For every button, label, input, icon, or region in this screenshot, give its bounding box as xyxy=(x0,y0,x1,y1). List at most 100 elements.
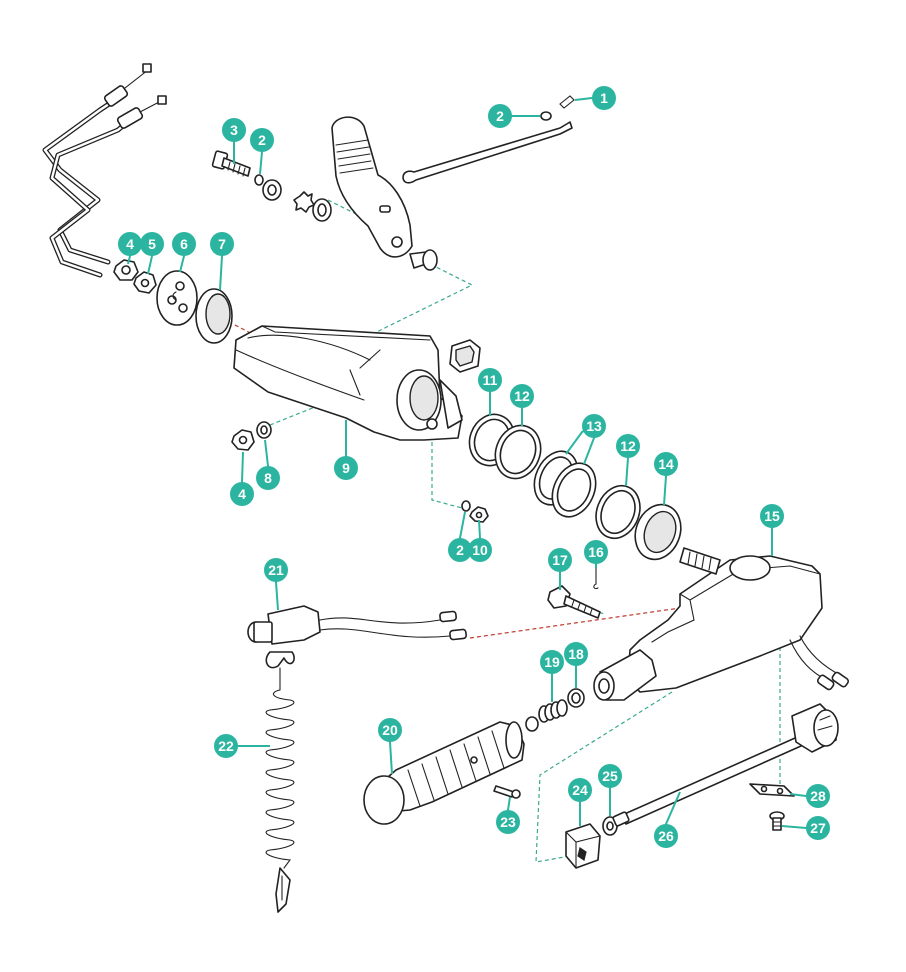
callout-number: 22 xyxy=(218,738,234,754)
callout-number: 12 xyxy=(620,438,636,454)
callout-number: 8 xyxy=(264,470,272,486)
callout-badge xyxy=(582,414,606,438)
block-24 xyxy=(565,823,601,869)
callout-number: 24 xyxy=(572,782,588,798)
callout-5: 5 xyxy=(140,232,164,275)
callout-number: 12 xyxy=(514,388,530,404)
callout-badge xyxy=(564,642,588,666)
callout-number: 3 xyxy=(230,122,238,138)
callout-10: 10 xyxy=(468,519,492,562)
callout-badge xyxy=(584,540,608,564)
shift-lever xyxy=(331,116,413,258)
friction-screw-17 xyxy=(547,585,601,619)
clutch-plate-6 xyxy=(156,270,198,326)
callout-14: 14 xyxy=(654,452,678,506)
callout-number: 2 xyxy=(258,132,266,148)
callout-number: 7 xyxy=(218,236,226,252)
callout-1: 1 xyxy=(574,86,616,110)
callout-badge xyxy=(616,434,640,458)
callout-badge xyxy=(510,384,534,408)
callout-badge xyxy=(806,816,830,840)
callout-badge xyxy=(592,86,616,110)
callout-badge xyxy=(230,482,254,506)
throttle-shaft-tube xyxy=(593,649,657,701)
screw-27 xyxy=(769,811,785,831)
callout-15: 15 xyxy=(760,504,784,556)
callout-25: 25 xyxy=(598,764,622,816)
callout-badge xyxy=(448,538,472,562)
callout-22: 22 xyxy=(214,734,270,758)
callout-badge xyxy=(214,734,238,758)
nut-4-bottom xyxy=(231,429,255,451)
callout-number: 6 xyxy=(180,236,188,252)
callout-badge xyxy=(210,232,234,256)
callout-4: 4 xyxy=(230,451,254,506)
callout-27: 27 xyxy=(781,816,830,840)
callout-16: 16 xyxy=(584,540,608,568)
bushing-14 xyxy=(634,503,682,561)
callout-number: 19 xyxy=(544,654,560,670)
tiller-bracket-9 xyxy=(233,325,463,441)
bushing-7 xyxy=(195,288,233,344)
callout-18: 18 xyxy=(564,642,588,688)
callout-badge xyxy=(118,232,142,256)
callout-badge xyxy=(654,824,678,848)
callout-24: 24 xyxy=(568,778,592,826)
callout-badge xyxy=(568,778,592,802)
screw-23 xyxy=(493,785,521,799)
callout-badge xyxy=(478,368,502,392)
callout-6: 6 xyxy=(172,232,196,273)
rubber-block xyxy=(449,339,481,373)
callout-badge xyxy=(172,232,196,256)
callout-number: 10 xyxy=(472,542,488,558)
callout-3: 3 xyxy=(222,118,246,164)
callout-number: 20 xyxy=(382,722,398,738)
callout-2: 2 xyxy=(448,511,472,562)
throttle-shaft-26 xyxy=(612,703,839,827)
bushing-halves-13 xyxy=(533,450,597,518)
callout-2: 2 xyxy=(250,128,274,175)
callout-badge xyxy=(468,538,492,562)
callout-12: 12 xyxy=(616,434,640,487)
callout-4: 4 xyxy=(118,232,142,265)
callout-badge xyxy=(488,104,512,128)
callout-28: 28 xyxy=(789,784,830,808)
callout-23: 23 xyxy=(496,796,520,834)
callout-badge xyxy=(256,466,280,490)
callout-number: 16 xyxy=(588,544,604,560)
kill-switch-21 xyxy=(247,605,467,645)
link-rod xyxy=(402,95,575,184)
callout-badge xyxy=(806,784,830,808)
callout-badge xyxy=(250,128,274,152)
callout-number: 2 xyxy=(496,108,504,124)
nut-4-top xyxy=(113,259,139,281)
callout-number: 14 xyxy=(658,456,674,472)
nut-5 xyxy=(133,271,157,294)
spring-19 xyxy=(538,699,568,723)
o-ring-12-lower xyxy=(595,484,641,540)
callout-number: 26 xyxy=(658,828,674,844)
callout-number: 18 xyxy=(568,646,584,662)
callout-12: 12 xyxy=(510,384,534,426)
callout-number: 23 xyxy=(500,814,516,830)
callout-badge xyxy=(264,558,288,582)
callout-9: 9 xyxy=(334,420,358,480)
callout-7: 7 xyxy=(210,232,234,291)
callout-26: 26 xyxy=(654,791,681,848)
callout-19: 19 xyxy=(540,650,564,702)
callout-number: 17 xyxy=(552,552,568,568)
washer-2-top xyxy=(254,174,264,186)
tiller-arm-15 xyxy=(627,547,850,693)
o-ring-12-upper xyxy=(494,424,542,480)
bolt-3 xyxy=(211,150,251,177)
pivot-pin xyxy=(409,249,438,271)
callout-number: 28 xyxy=(810,788,826,804)
callout-8: 8 xyxy=(256,439,280,490)
callout-number: 13 xyxy=(586,418,602,434)
lanyard-22 xyxy=(265,651,295,913)
callout-badge xyxy=(496,810,520,834)
callout-number: 25 xyxy=(602,768,618,784)
cotter-pin-16 xyxy=(593,565,599,590)
